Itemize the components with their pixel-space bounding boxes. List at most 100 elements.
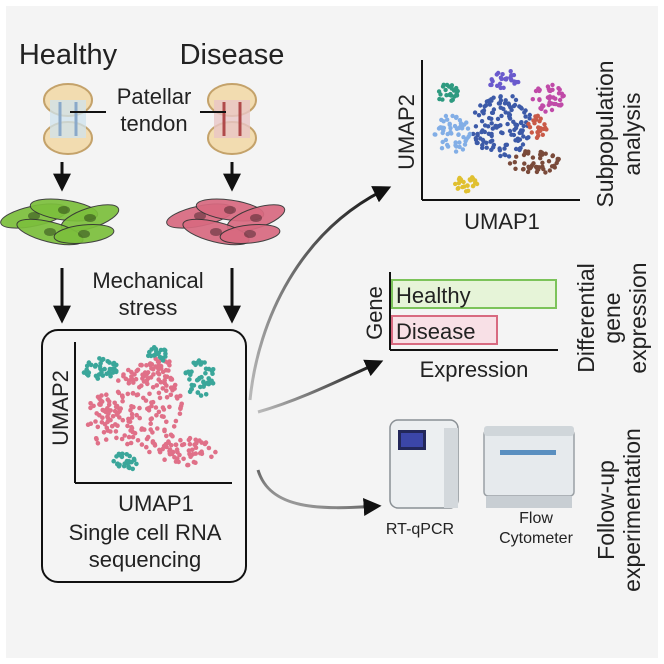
healthy-expression-bar — [391, 279, 557, 309]
flow-label-line1: Flow — [519, 510, 553, 527]
healthy-bar-label: Healthy — [396, 283, 471, 308]
umap-point — [112, 408, 118, 414]
umap-point — [126, 434, 132, 440]
umap-point — [85, 422, 91, 428]
subpop-point — [480, 137, 486, 143]
cell-nucleus — [84, 214, 96, 222]
subpop-point — [557, 97, 563, 103]
umap-point — [93, 419, 98, 424]
cell-nucleus — [58, 206, 70, 214]
subpop-point — [486, 124, 491, 129]
umap-point — [156, 409, 162, 415]
umap-point — [150, 440, 156, 445]
subpop-point — [497, 148, 503, 153]
subpop-point — [519, 106, 524, 111]
subpop-umap-points — [432, 69, 566, 194]
umap-point — [154, 413, 159, 418]
umap-point — [144, 444, 149, 450]
subpop-point — [529, 130, 534, 135]
subpop-point — [547, 100, 552, 105]
subpop-point — [521, 152, 527, 158]
umap-point — [202, 360, 207, 365]
sequencing-label-line2: sequencing — [89, 547, 202, 572]
umap-point — [162, 427, 167, 433]
followup-side-label-line2: experimentation — [619, 428, 645, 592]
umap-point — [105, 419, 110, 425]
subpop-point — [515, 136, 520, 141]
subpop-point — [473, 124, 479, 129]
umap-point — [92, 364, 98, 369]
subpop-point — [511, 72, 517, 78]
umap-point — [198, 384, 203, 390]
umap-point — [210, 367, 216, 372]
healthy-cells-icon — [0, 198, 120, 246]
umap-point — [123, 376, 129, 382]
umap-point — [171, 424, 177, 429]
umap-point — [139, 442, 145, 447]
umap-point — [157, 395, 163, 401]
subpop-point — [464, 136, 469, 142]
cell-nucleus — [250, 214, 262, 222]
umap-point — [170, 433, 175, 439]
subpop-point — [514, 154, 519, 159]
umap-point — [120, 394, 125, 400]
subpop-point — [443, 137, 449, 143]
subpop-point — [502, 101, 508, 106]
subpop-point — [555, 158, 560, 163]
subpop-point — [513, 166, 518, 171]
umap-point — [189, 382, 195, 388]
subpop-point — [467, 131, 473, 137]
umap-point — [134, 412, 139, 418]
umap-point — [106, 402, 112, 408]
cell-nucleus — [224, 206, 236, 214]
subpop-point — [489, 77, 494, 82]
subpop-point — [475, 140, 480, 146]
umap-point — [129, 411, 135, 417]
main-umap-ylabel: UMAP2 — [48, 370, 73, 446]
healthy-knee-icon — [43, 83, 93, 155]
rtqpcr-machine-icon — [389, 419, 459, 509]
subpop-point — [531, 161, 536, 166]
umap-point — [95, 375, 100, 380]
background-panel — [6, 6, 658, 658]
subpop-point — [512, 81, 517, 86]
umap-point — [130, 434, 136, 440]
umap-point — [127, 453, 132, 459]
subpop-point — [510, 94, 515, 99]
umap-point — [137, 405, 142, 411]
umap-point — [193, 445, 199, 451]
subpop-point — [454, 144, 459, 149]
umap-point — [122, 433, 127, 438]
subpop-point — [522, 161, 527, 166]
subpop-point — [457, 140, 462, 145]
subpop-point — [462, 142, 468, 147]
umap-point — [194, 440, 199, 446]
subpop-point — [454, 126, 460, 131]
umap-point — [191, 459, 197, 465]
umap-point — [100, 373, 106, 378]
umap-point — [125, 441, 130, 447]
umap-point — [130, 466, 135, 472]
umap-point — [145, 381, 150, 387]
umap-point — [210, 371, 215, 377]
umap-point — [167, 404, 172, 410]
umap-point — [147, 349, 152, 355]
subpop-point — [513, 146, 519, 152]
subpop-point — [543, 151, 548, 156]
umap-point — [137, 385, 142, 390]
umap-point — [103, 437, 109, 442]
subpop-point — [440, 97, 445, 102]
umap-point — [99, 357, 105, 363]
umap-point — [104, 371, 109, 377]
subpop-point — [484, 145, 489, 150]
umap-point — [120, 398, 125, 404]
subpop-point — [441, 82, 446, 88]
umap-point — [156, 359, 162, 365]
subpop-point — [472, 178, 478, 183]
rtqpcr-label: RT-qPCR — [386, 521, 454, 538]
umap-point — [195, 390, 201, 395]
umap-point — [149, 362, 155, 367]
subpop-point — [550, 153, 556, 158]
umap-point — [101, 430, 107, 435]
subpop-point — [524, 136, 530, 141]
